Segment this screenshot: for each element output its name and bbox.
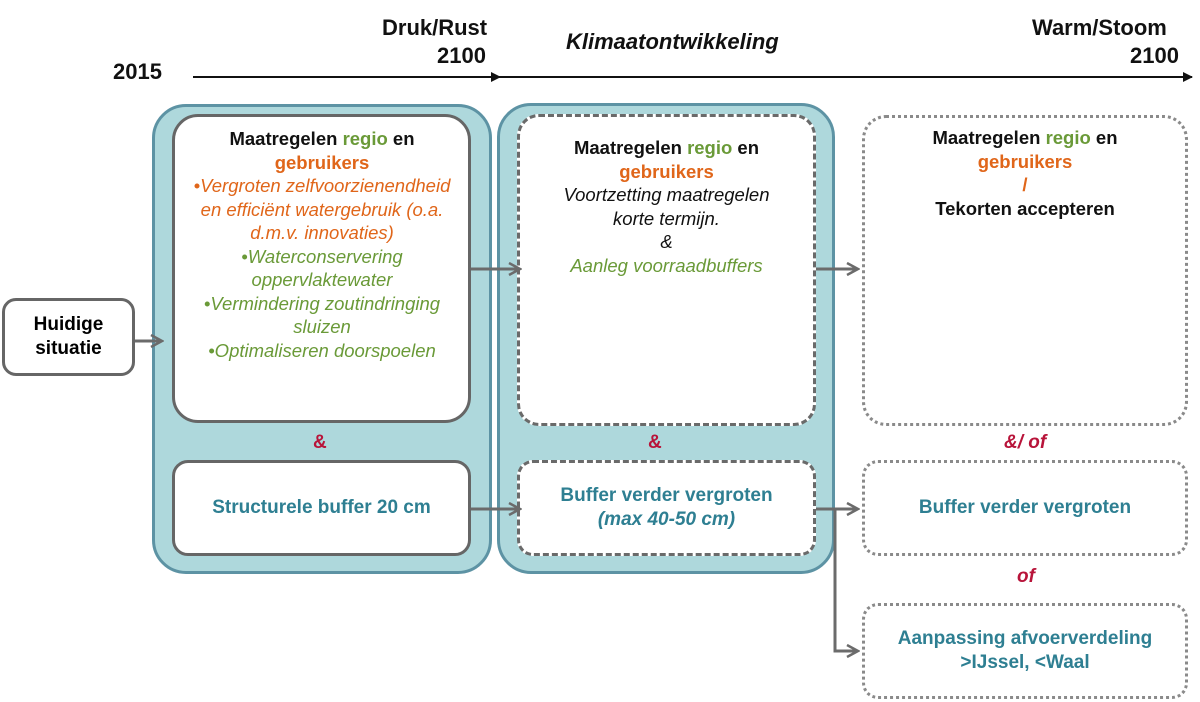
phase-3-measures-text: Maatregelen regio en gebruikers / Tekort… bbox=[872, 126, 1178, 220]
phase-3-afvoer-box: Aanpassing afvoerverdeling >IJssel, <Waa… bbox=[862, 603, 1188, 699]
phase-3-title-regio: regio bbox=[1045, 127, 1091, 148]
phase-3-title-a: Maatregelen bbox=[932, 127, 1046, 148]
scenario-2-year: 2100 bbox=[1130, 43, 1179, 68]
phase-1-title-en: en bbox=[387, 128, 415, 149]
phase-1-measures-box bbox=[172, 114, 471, 423]
phase-2-buffer-sub: (max 40-50 cm) bbox=[597, 509, 736, 530]
phase-2-title-en: en bbox=[732, 137, 760, 158]
current-line-1: Huidige bbox=[33, 314, 104, 335]
phase-2-measures-text: Maatregelen regio en gebruikers Voortzet… bbox=[530, 136, 803, 277]
phase-3-afvoer-line-1: Aanpassing afvoerverdeling bbox=[897, 628, 1153, 649]
scenario-2-name: Warm/Stoom bbox=[1032, 15, 1167, 40]
phase-2-buffer-title: Buffer verder vergroten bbox=[560, 485, 773, 506]
phase-3-connector-2: of bbox=[1017, 566, 1035, 587]
phase-1-bullet-2: •Waterconservering oppervlaktewater bbox=[241, 245, 403, 291]
timeline-label: Klimaatontwikkeling bbox=[566, 29, 779, 54]
phase-1-title-a: Maatregelen bbox=[229, 128, 343, 149]
phase-2-title-gebruikers: gebruikers bbox=[619, 160, 714, 182]
current-line-2: situatie bbox=[35, 338, 102, 359]
scenario-1-name: Druk/Rust bbox=[382, 15, 488, 40]
phase-3-slash: / bbox=[1022, 174, 1028, 195]
phase-2-connector: & bbox=[648, 432, 662, 453]
phase-1-measures-text: Maatregelen regio en gebruikers •Vergrot… bbox=[190, 127, 454, 362]
arrow-buffer2-to-afvoer bbox=[833, 509, 858, 651]
phase-1-title-gebruikers: gebruikers bbox=[274, 151, 370, 173]
phase-3-connector-1: &/ of bbox=[1004, 432, 1047, 453]
phase-2-line-1: Voortzetting maatregelen korte termijn. bbox=[563, 184, 770, 229]
phase-3-afvoer-line-2: >IJssel, <Waal bbox=[960, 652, 1090, 673]
phase-1-bullet-1: •Vergroten zelfvoorzienendheid en effici… bbox=[193, 175, 451, 243]
phase-1-bullet-3: •Vermindering zoutindringing sluizen bbox=[203, 292, 441, 338]
phase-1-title-regio: regio bbox=[342, 128, 388, 149]
phase-1-connector: & bbox=[313, 432, 327, 453]
phase-2-line-2: Aanleg voorraadbuffers bbox=[570, 254, 763, 276]
current-situation-box: Huidige situatie bbox=[2, 298, 135, 376]
phase-3-title-en: en bbox=[1090, 127, 1118, 148]
phase-3-buffer-box: Buffer verder vergroten bbox=[862, 460, 1188, 556]
scenario-1-year: 2100 bbox=[437, 43, 486, 68]
phase-3-buffer-text: Buffer verder vergroten bbox=[918, 497, 1132, 518]
phase-1-buffer-box: Structurele buffer 20 cm bbox=[172, 460, 471, 556]
year-start-label: 2015 bbox=[113, 59, 162, 84]
phase-1-buffer-text: Structurele buffer 20 cm bbox=[212, 497, 431, 518]
phase-3-measures-box bbox=[862, 115, 1188, 426]
phase-2-amp: & bbox=[660, 231, 673, 252]
phase-2-title-regio: regio bbox=[687, 137, 733, 158]
phase-2-buffer-box: Buffer verder vergroten (max 40-50 cm) bbox=[517, 460, 816, 556]
phase-3-line: Tekorten accepteren bbox=[935, 197, 1115, 219]
phase-3-title-gebruikers: gebruikers bbox=[977, 150, 1073, 172]
phase-2-title-a: Maatregelen bbox=[573, 137, 688, 158]
phase-1-bullet-4: •Optimaliseren doorspoelen bbox=[208, 339, 436, 361]
phase-2-measures-box bbox=[517, 114, 816, 426]
